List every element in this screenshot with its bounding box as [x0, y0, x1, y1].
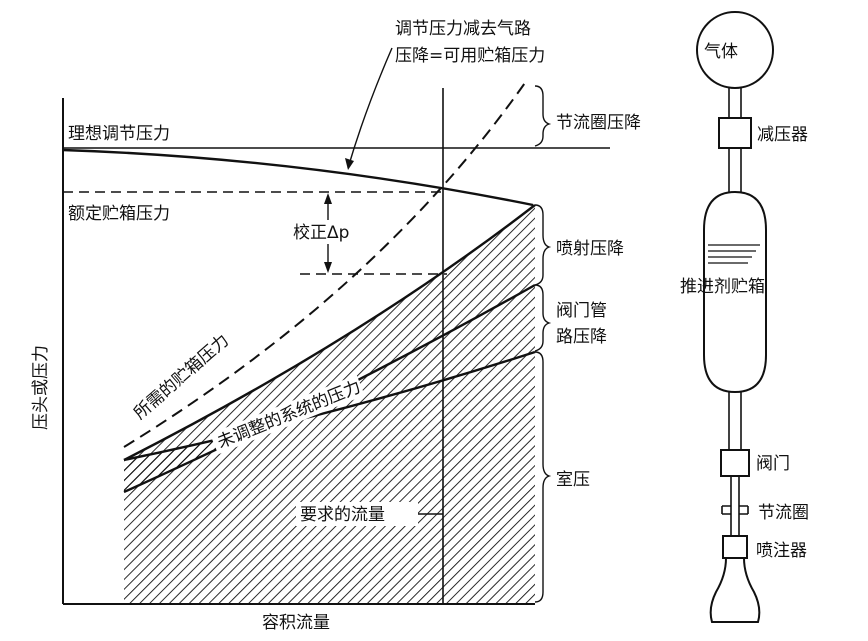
valve-box [720, 449, 750, 477]
orifice-drop-label: 节流圈压降 [556, 113, 641, 133]
gas-bottle [696, 11, 774, 89]
ideal-regulated-pressure-label: 理想调节压力 [68, 124, 170, 144]
orifice-symbol [721, 505, 749, 515]
available-tank-pressure-curve [62, 148, 534, 207]
regulated-drop-leader-head [345, 158, 354, 170]
correction-label: 校正Δp [293, 223, 349, 243]
chamber-pressure-curve [123, 350, 536, 462]
correction-arrow-head-down [324, 262, 332, 273]
correction-label-bg [290, 220, 366, 244]
thrust-chamber-nozzle [709, 557, 761, 623]
chamber-pressure-label: 室压 [556, 470, 590, 490]
propellant-tank [703, 190, 767, 394]
feed-system-schematic: 气体 减压器 推进剂贮箱 阀门 节流圈 喷注器 [680, 11, 809, 623]
brace-chamber [534, 351, 552, 603]
rated-tank-pressure-label: 额定贮箱压力 [68, 204, 170, 224]
injector-box [722, 535, 748, 559]
regulator-box [718, 117, 752, 149]
valve-line-drop-label-1: 阀门管 [556, 301, 607, 321]
chamber-pressure-region [124, 352, 535, 603]
orifice-label: 节流圈 [758, 503, 809, 523]
correction-arrow-head-up [324, 193, 332, 204]
injection-drop-label: 喷射压降 [556, 239, 624, 259]
brace-injection-drop [534, 204, 552, 286]
regulated-drop-label-line1: 调节压力减去气路 [395, 19, 531, 39]
gas-label: 气体 [704, 42, 738, 62]
brace-valve-line-drop [534, 284, 552, 352]
injector-label: 喷注器 [756, 541, 807, 561]
regulated-drop-label-line2: 压降=可用贮箱压力 [395, 46, 545, 66]
regulated-drop-leader [347, 47, 393, 169]
required-flow-label-bg [296, 502, 418, 526]
valve-label: 阀门 [756, 454, 790, 474]
injection-drop-region [124, 205, 535, 492]
y-axis-label: 压头或压力 [31, 345, 51, 430]
unregulated-system-pressure-curve [123, 204, 536, 462]
required-flow-label: 要求的流量 [300, 505, 385, 525]
regulator-label: 减压器 [757, 125, 808, 145]
unregulated-label-bg [210, 374, 365, 455]
liquid-level-lines [708, 244, 760, 264]
brace-orifice-drop [534, 85, 552, 147]
valve-line-drop-label-2: 路压降 [556, 327, 607, 347]
required-tank-pressure-curve [123, 79, 528, 448]
x-axis-label: 容积流量 [262, 613, 330, 633]
tank-label: 推进剂贮箱 [680, 277, 765, 297]
